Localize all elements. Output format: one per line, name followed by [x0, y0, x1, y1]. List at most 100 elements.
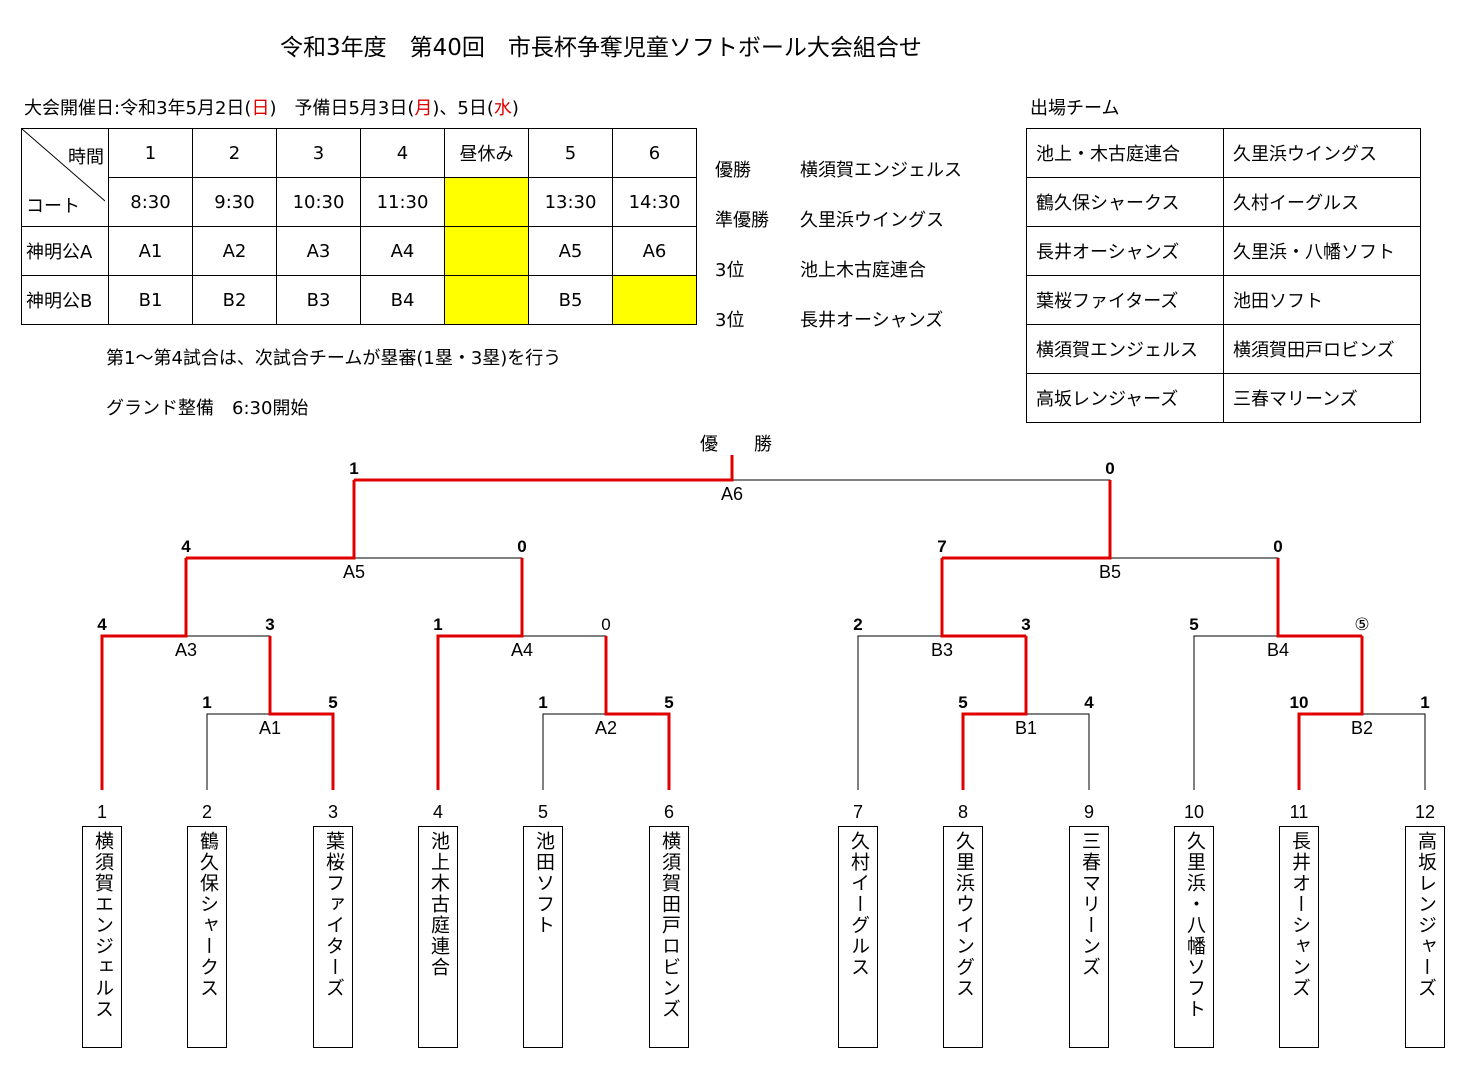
game-label: A3 — [175, 640, 197, 660]
team-slot-box: 長井オーシャンズ — [1279, 826, 1319, 1048]
dates-day1: 日 — [251, 98, 270, 119]
schedule-header-lunch: 昼休み — [444, 128, 529, 178]
score: 4 — [181, 537, 191, 556]
game-label: A2 — [595, 718, 617, 738]
score: 1 — [202, 693, 211, 712]
win-path-A4 — [436, 558, 524, 790]
participant-cell: 高坂レンジャーズ — [1026, 373, 1224, 423]
score: 0 — [1105, 459, 1114, 478]
win-path-B4 — [1276, 558, 1362, 638]
score: 4 — [1084, 693, 1094, 712]
dates-mid2: )、5日( — [432, 98, 494, 119]
slot-number: 12 — [1415, 802, 1435, 822]
participant-cell: 横須賀エンジェルス — [1026, 324, 1224, 374]
win-path-B2 — [1297, 636, 1364, 790]
slot-number: 11 — [1290, 802, 1309, 822]
dates-day3: 水 — [493, 98, 512, 119]
team-slot-box: 横須賀エンジェルス — [82, 826, 122, 1048]
schedule-table: 時間 コート 1 2 3 4 昼休み 5 6 8:30 9:30 10:30 1… — [21, 128, 697, 325]
slot-number: 8 — [958, 802, 968, 822]
schedule-header: 2 — [192, 128, 277, 178]
winning-paths — [100, 455, 1364, 790]
participant-cell: 長井オーシャンズ — [1026, 226, 1224, 276]
score: 10 — [1290, 693, 1309, 712]
win-path-B1 — [961, 636, 1028, 790]
team-slot-name: 高坂レンジャーズ — [1415, 831, 1437, 999]
participant-cell: 久村イーグルス — [1223, 177, 1421, 227]
participant-cell: 三春マリーンズ — [1223, 373, 1421, 423]
game-label: B4 — [1267, 640, 1289, 660]
result-place: 優勝 — [715, 160, 751, 181]
team-slot-box: 高坂レンジャーズ — [1405, 826, 1445, 1048]
win-path-B5 — [942, 480, 1112, 560]
team-slot-name: 池上木古庭連合 — [428, 831, 450, 978]
team-slot-name: 長井オーシャンズ — [1289, 831, 1311, 999]
result-team: 池上木古庭連合 — [800, 260, 926, 281]
game-label: A4 — [511, 640, 533, 660]
team-slot-name: 池田ソフト — [533, 831, 555, 936]
slot-number: 7 — [853, 802, 863, 822]
team-slot-name: 久里浜・八幡ソフト — [1184, 831, 1206, 1020]
schedule-time: 14:30 — [612, 177, 697, 227]
dates-day2: 月 — [414, 98, 433, 119]
team-slot-box: 三春マリーンズ — [1069, 826, 1109, 1048]
court-a-label: 神明公A — [21, 226, 109, 276]
slot-number: 1 — [97, 802, 107, 822]
team-slot-name: 横須賀田戸ロビンズ — [659, 831, 681, 1020]
team-slot-box: 池上木古庭連合 — [418, 826, 458, 1048]
score: 2 — [853, 615, 862, 634]
schedule-game: A3 — [276, 226, 361, 276]
schedule-time: 13:30 — [528, 177, 613, 227]
champion-label: 優 勝 — [700, 434, 772, 454]
team-slot-name: 葉桜ファイターズ — [323, 831, 345, 999]
game-label: A5 — [343, 562, 365, 582]
court-b-label: 神明公B — [21, 275, 109, 325]
game-label: B2 — [1351, 718, 1373, 738]
schedule-game: B1 — [108, 275, 193, 325]
game-label: A1 — [259, 718, 281, 738]
score: 5 — [1189, 615, 1198, 634]
score: 0 — [1273, 537, 1282, 556]
team-slot-name: 久里浜ウイングス — [953, 831, 975, 999]
schedule-empty-cell — [612, 275, 697, 325]
win-path-A5 — [186, 480, 356, 560]
result-team: 横須賀エンジェルス — [800, 160, 962, 181]
participant-cell: 池上・木古庭連合 — [1026, 128, 1224, 178]
slot-number: 4 — [433, 802, 443, 822]
slot-number: 9 — [1084, 802, 1094, 822]
score: 5 — [958, 693, 967, 712]
slot-number: 6 — [664, 802, 674, 822]
umpire-note: 第1～第4試合は、次試合チームが塁審(1塁・3塁)を行う — [106, 348, 562, 369]
score: 3 — [1021, 615, 1030, 634]
participant-cell: 久里浜・八幡ソフト — [1223, 226, 1421, 276]
team-slot-box: 池田ソフト — [523, 826, 563, 1048]
schedule-time: 9:30 — [192, 177, 277, 227]
schedule-time: 10:30 — [276, 177, 361, 227]
game-label: A6 — [721, 484, 743, 504]
team-slot-box: 久里浜ウイングス — [943, 826, 983, 1048]
result-place: 3位 — [715, 310, 745, 331]
score: 4 — [97, 615, 107, 634]
slot-number: 3 — [328, 802, 338, 822]
team-slot-name: 三春マリーンズ — [1079, 831, 1101, 978]
participants-table: 池上・木古庭連合久里浜ウイングス 鶴久保シャークス久村イーグルス 長井オーシャン… — [1026, 128, 1421, 423]
slot-number: 5 — [538, 802, 548, 822]
team-slot-box: 横須賀田戸ロビンズ — [649, 826, 689, 1048]
bracket-lines — [101, 479, 1426, 790]
participant-cell: 横須賀田戸ロビンズ — [1223, 324, 1421, 374]
corner-time-label: 時間 — [68, 147, 104, 168]
score: 1 — [349, 459, 358, 478]
schedule-header: 4 — [360, 128, 445, 178]
schedule-game: B2 — [192, 275, 277, 325]
schedule-lunch-cell — [444, 226, 529, 276]
participant-cell: 鶴久保シャークス — [1026, 177, 1224, 227]
score: 7 — [937, 537, 946, 556]
score: 5 — [664, 693, 673, 712]
team-slot-box: 鶴久保シャークス — [187, 826, 227, 1048]
schedule-lunch-cell — [444, 275, 529, 325]
team-slot-name: 横須賀エンジェルス — [92, 831, 114, 1020]
team-slot-box: 葉桜ファイターズ — [313, 826, 353, 1048]
win-path-A1 — [268, 636, 335, 790]
team-slot-name: 鶴久保シャークス — [197, 831, 219, 999]
team-slot-box: 久村イーグルス — [838, 826, 878, 1048]
